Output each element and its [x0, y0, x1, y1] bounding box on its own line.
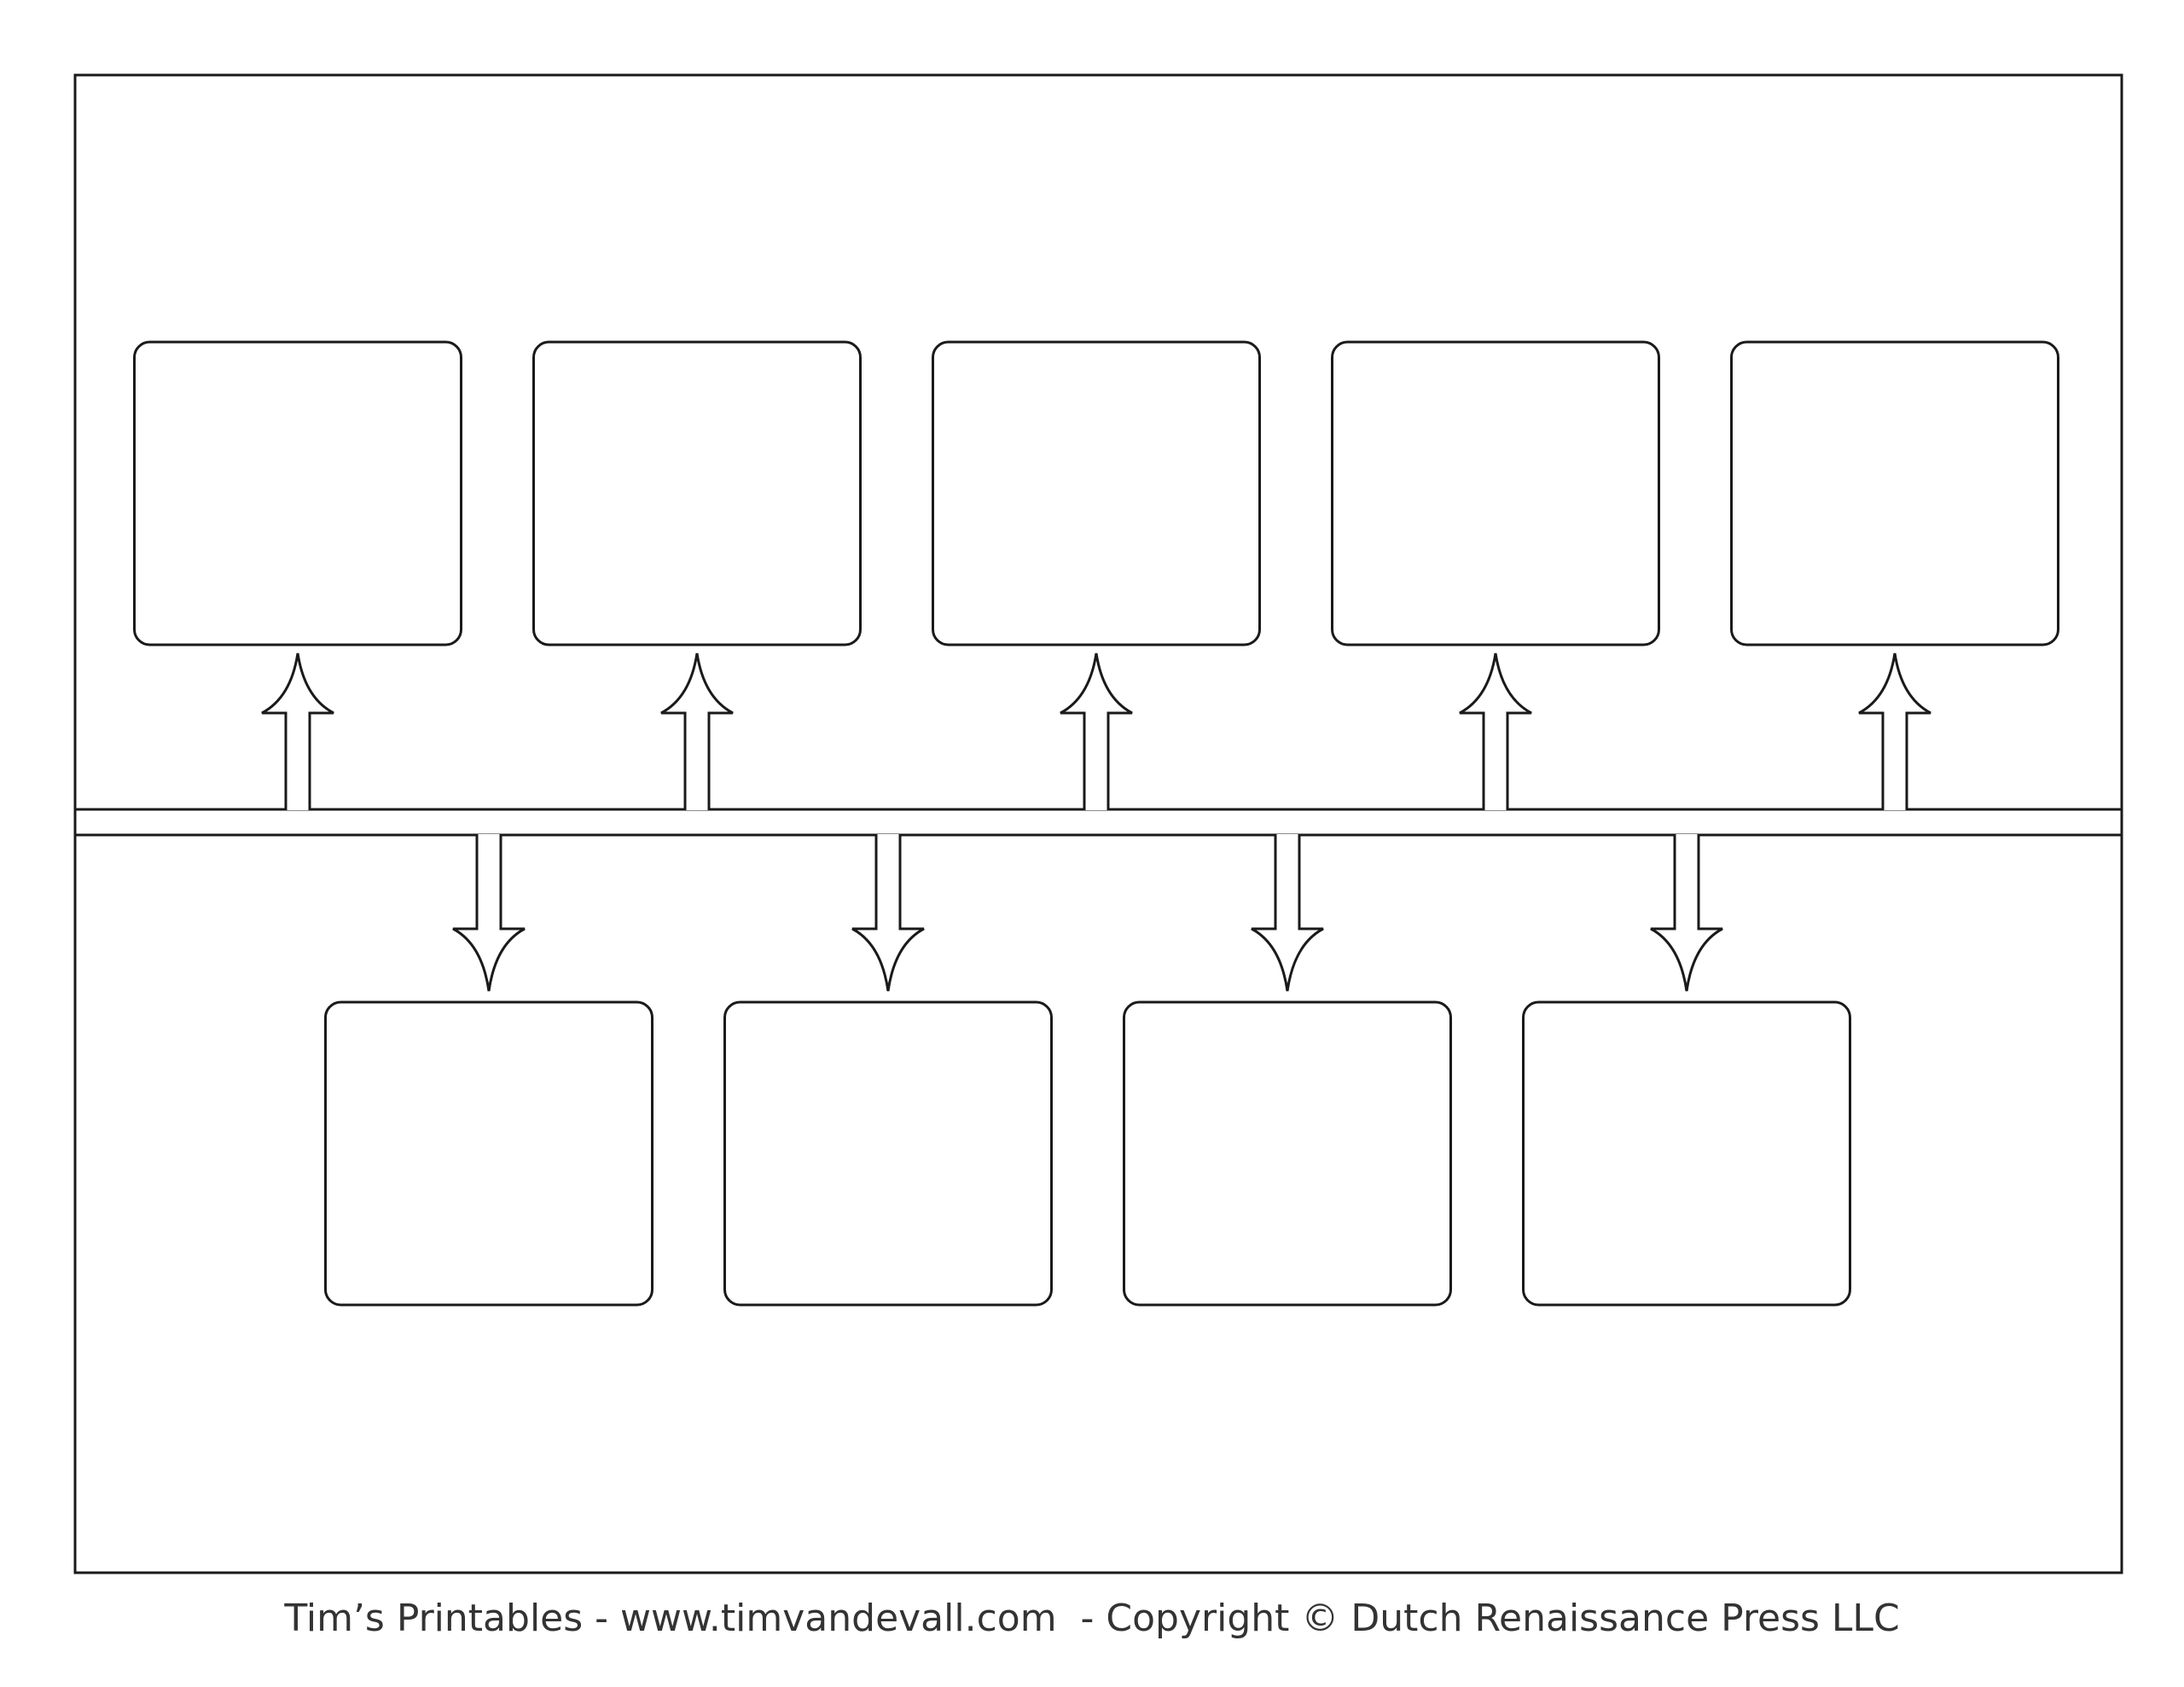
- up-arrow-2: [660, 652, 734, 810]
- timeline-box-top-4: [1331, 340, 1660, 646]
- up-arrow-5: [1858, 652, 1931, 810]
- timeline-box-top-2: [532, 340, 862, 646]
- down-arrow-2: [851, 834, 925, 992]
- timeline-box-bottom-3: [1123, 1000, 1452, 1307]
- timeline-box-top-1: [133, 340, 462, 646]
- diagram-layer: [75, 340, 2122, 1307]
- timeline-box-top-5: [1730, 340, 2059, 646]
- up-arrow-3: [1060, 652, 1133, 810]
- timeline-box-bottom-1: [324, 1000, 653, 1307]
- up-arrow-1: [261, 652, 334, 810]
- footer-credit: Tim’s Printables - www.timvandevall.com …: [284, 1597, 1900, 1640]
- down-arrow-1: [452, 834, 526, 992]
- timeline-box-top-3: [932, 340, 1261, 646]
- timeline-box-bottom-4: [1522, 1000, 1851, 1307]
- down-arrow-4: [1650, 834, 1723, 992]
- page-frame: [73, 73, 2123, 1574]
- timeline-box-bottom-2: [723, 1000, 1053, 1307]
- up-arrow-4: [1459, 652, 1532, 810]
- down-arrow-3: [1251, 834, 1324, 992]
